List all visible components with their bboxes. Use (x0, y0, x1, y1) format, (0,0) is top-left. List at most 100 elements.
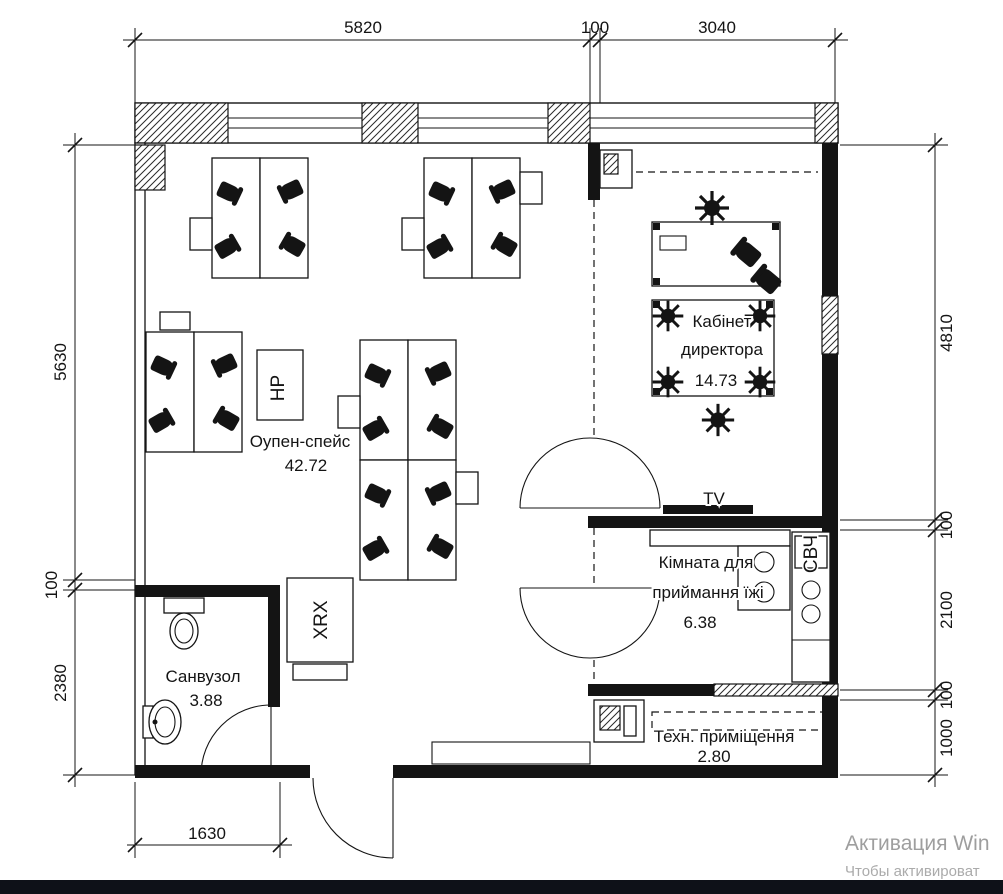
dim-right: 4810 100 2100 100 1000 (840, 133, 956, 787)
tv-label: TV (703, 489, 725, 508)
windows-activation-watermark-line2: Чтобы активироват (845, 863, 980, 880)
electrical-panel (599, 149, 633, 189)
right-wall-window (821, 295, 839, 355)
director-name-2: директора (681, 340, 763, 359)
desk-monitor (659, 235, 687, 251)
pedestal-d2 (455, 471, 479, 505)
window-glazing-lines (228, 117, 815, 129)
meeting-chair-3 (651, 365, 685, 399)
open-space-name: Оупен-спейс (250, 432, 351, 451)
kitchen-area: 6.38 (683, 613, 716, 632)
door-entrance (312, 777, 394, 859)
left-wall-pier (134, 144, 166, 191)
dim-top-3040: 3040 (698, 18, 736, 37)
workstation-cluster-b (424, 158, 520, 278)
stool-2 (753, 581, 775, 603)
dim-bottom-1630: 1630 (188, 824, 226, 843)
dim-left-2380: 2380 (51, 664, 70, 702)
pedestal-a (189, 217, 213, 251)
bottom-wall-left (135, 765, 310, 778)
tech-room-furniture (593, 699, 829, 743)
pedestal-c (159, 311, 191, 331)
doors (200, 437, 661, 859)
sink-bowl-2 (801, 604, 821, 624)
dim-left-5630: 5630 (51, 343, 70, 381)
windows-activation-watermark-line1: Активация Win (845, 832, 990, 855)
copier-label: XRX (311, 600, 332, 639)
wall-pier-3 (547, 102, 591, 144)
tech-panel (593, 699, 645, 743)
door-kitchen (519, 587, 661, 659)
workstation-cluster-a (212, 158, 308, 278)
kitchen-bottom-wall-solid (588, 684, 714, 696)
director-area: 14.73 (695, 371, 738, 390)
top-wall-band (134, 102, 839, 144)
kitchen-table (737, 545, 791, 611)
stool-1 (753, 551, 775, 573)
sink (142, 699, 182, 745)
printer-label: HP (268, 375, 289, 401)
dim-right-2100: 2100 (937, 591, 956, 629)
director-office-furniture (599, 149, 785, 514)
kitchen-counter-top (649, 529, 791, 547)
printer-table: HP (256, 349, 304, 421)
kitchen-top-wall (588, 516, 838, 528)
dim-right-100b: 100 (937, 681, 956, 709)
wall-pier-2 (361, 102, 419, 144)
entry-mat (431, 741, 591, 765)
partition-stub (588, 143, 600, 200)
door-bathroom (200, 704, 272, 776)
microwave-label: СВЧ (801, 535, 822, 573)
microwave (794, 535, 828, 569)
meeting-chair-1 (651, 299, 685, 333)
dim-top: 5820 100 3040 (123, 18, 848, 103)
bathroom-right-wall (268, 585, 280, 707)
toilet (163, 597, 205, 650)
open-space-area: 42.72 (285, 456, 328, 475)
bathroom-area: 3.88 (189, 691, 222, 710)
kitchen-bottom-wall-hatched (713, 683, 839, 697)
bathroom-name: Санвузол (165, 667, 240, 686)
room-labels: Оупен-спейс 42.72 Кабінет директора 14.7… (163, 310, 796, 768)
kitchen-name-2: приймання їжі (652, 583, 763, 602)
workstation-cluster-c (146, 332, 242, 452)
dim-left: 5630 100 2380 (42, 133, 140, 787)
tv-screen (663, 505, 753, 514)
director-chair (693, 189, 731, 227)
kitchen-furniture: СВЧ (649, 529, 831, 683)
dim-top-5820: 5820 (344, 18, 382, 37)
director-name-1: Кабінет (693, 312, 752, 331)
pedestal-b2 (519, 171, 543, 205)
dim-top-100: 100 (581, 18, 609, 37)
dim-right-4810: 4810 (937, 314, 956, 352)
kitchen-name-1: Кімната для (659, 553, 754, 572)
wall-pier-1 (134, 102, 229, 144)
bathroom-furniture (142, 597, 205, 745)
tech-duct-dashed (651, 711, 829, 731)
tech-area: 2.80 (697, 747, 730, 766)
door-director (519, 437, 661, 509)
wall-pier-4 (814, 102, 839, 144)
left-wall (134, 142, 146, 776)
dimension-lines: 5820 100 3040 5630 100 2380 (42, 18, 956, 858)
pedestal-b1 (401, 217, 425, 251)
glass-partition-dashed (593, 171, 818, 684)
bottom-dark-bar (0, 880, 1003, 894)
right-wall (822, 143, 838, 778)
copier-table: XRX (286, 577, 354, 681)
dim-bottom: 1630 (127, 782, 292, 858)
kitchen-counter-right (791, 531, 831, 683)
pedestal-d1 (337, 395, 361, 429)
sink-bowl-1 (801, 580, 821, 600)
dim-right-100a: 100 (937, 511, 956, 539)
open-space-furniture: HP XRX (146, 158, 591, 765)
workstation-cluster-d1 (360, 340, 456, 460)
bathroom-top-wall (135, 585, 280, 597)
workstation-cluster-d2 (360, 460, 456, 580)
meeting-chair-4 (743, 365, 777, 399)
bottom-wall-right (393, 765, 838, 778)
tech-name: Техн. приміщення (654, 727, 795, 746)
dim-left-100: 100 (42, 571, 61, 599)
